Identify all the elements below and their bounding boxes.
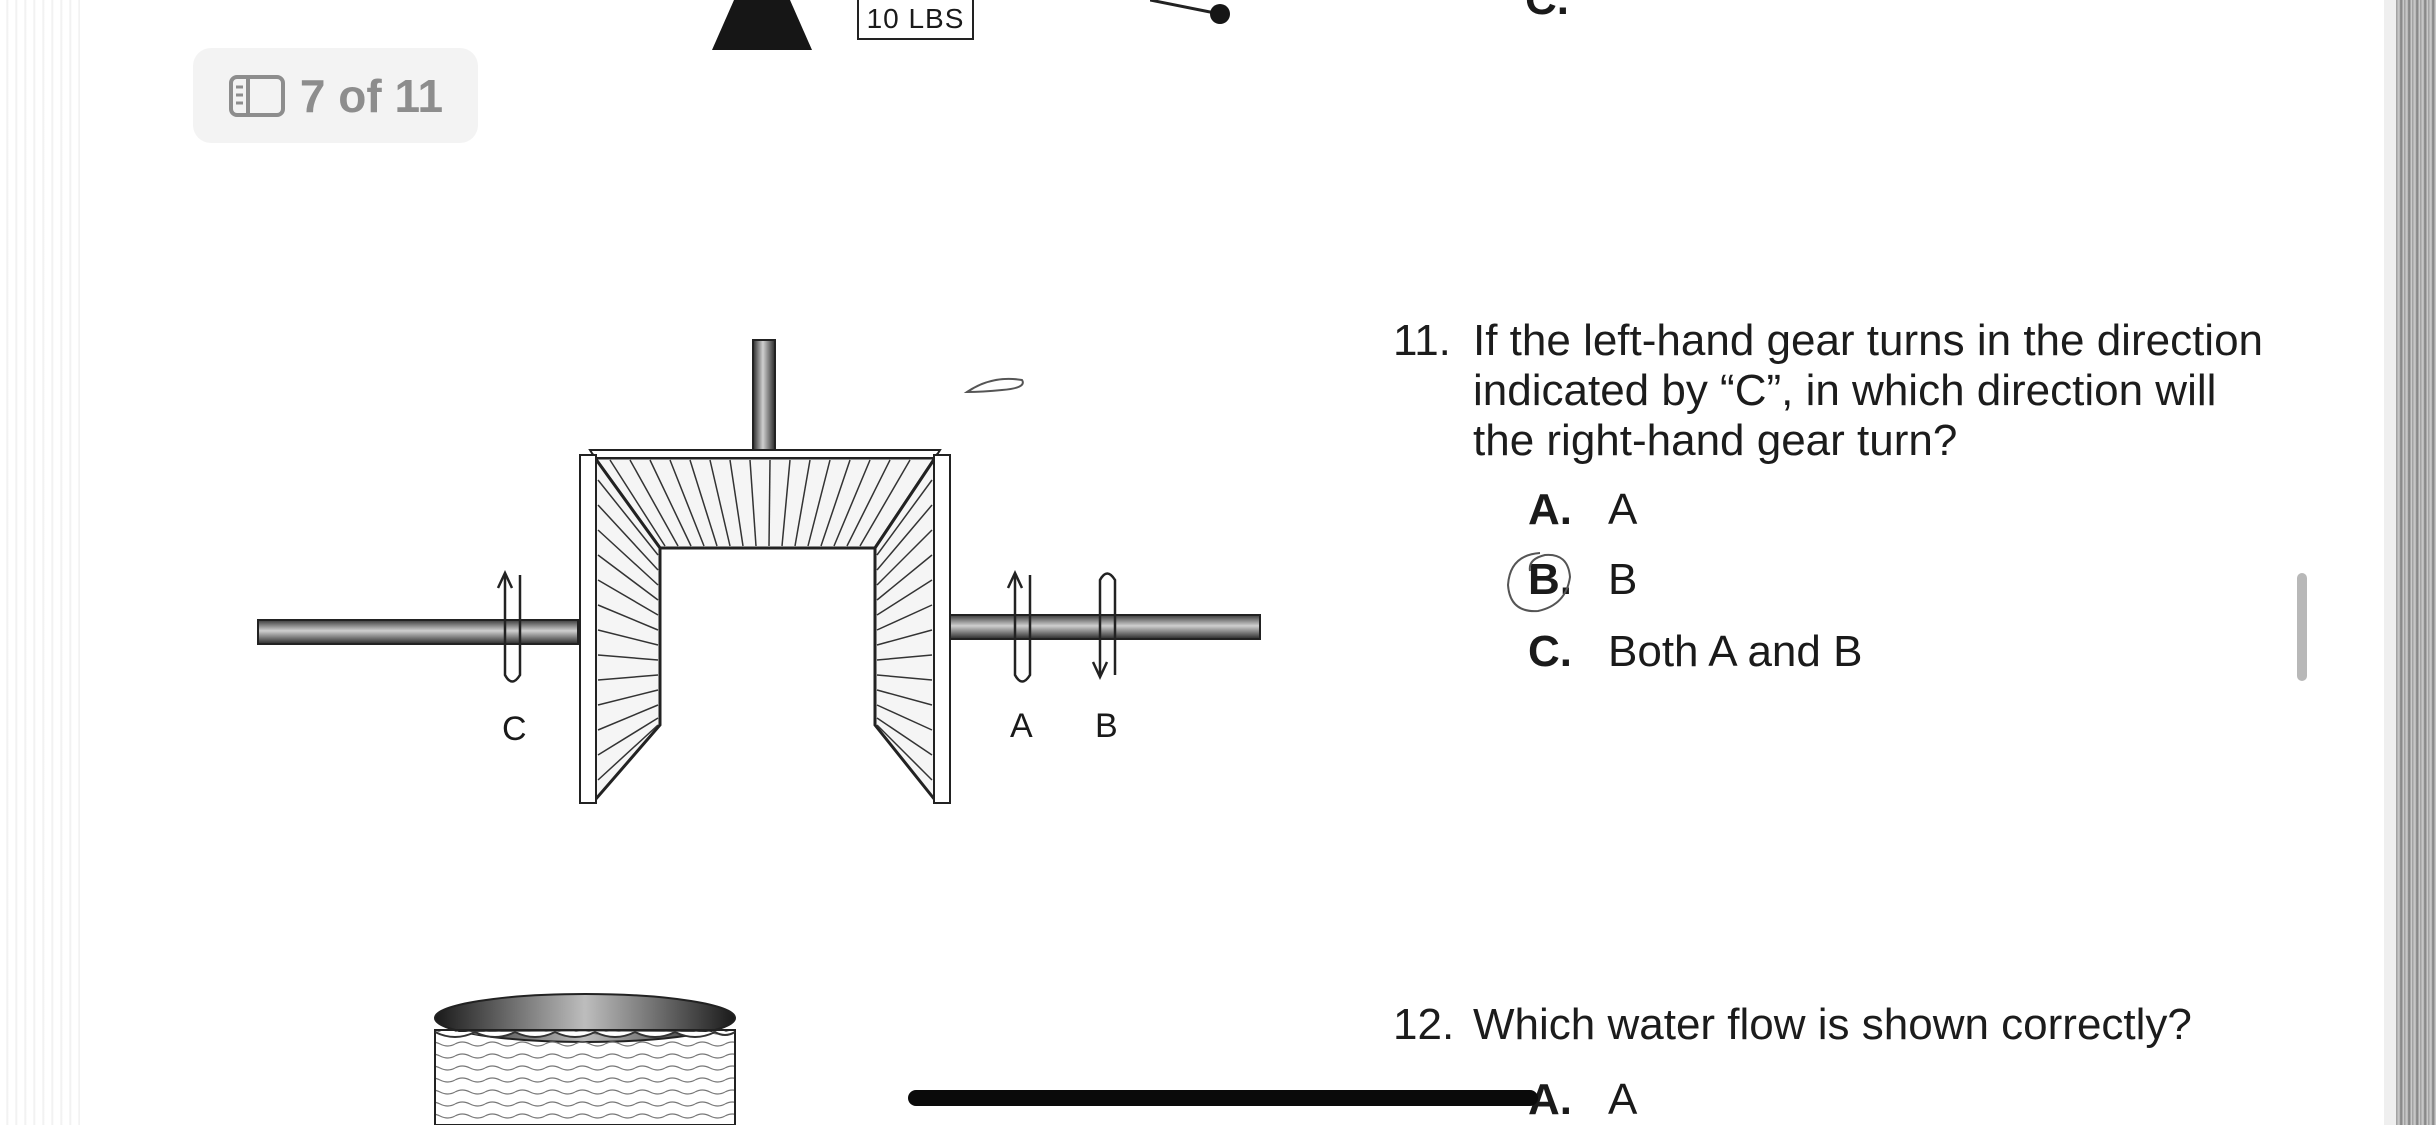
weight-triangle — [712, 0, 812, 50]
q11-option-c[interactable]: C. Both A and B — [1528, 627, 1862, 677]
scanned-page-right-edge — [2396, 0, 2436, 1125]
previous-option-letter: C. — [1525, 0, 1569, 25]
pendulum-string — [1150, 0, 1230, 24]
option-text: Both A and B — [1608, 627, 1863, 676]
question-12-text: Which water flow is shown correctly? — [1473, 1000, 2192, 1049]
question-11-number: 11. — [1393, 316, 1451, 365]
question-11-line-2: indicated by “C”, in which direction wil… — [1473, 366, 2217, 415]
diagram-label-a: A — [1010, 707, 1033, 745]
option-text: A — [1608, 485, 1638, 534]
water-bucket-diagram — [434, 993, 736, 1125]
scrollbar[interactable] — [2297, 573, 2307, 681]
home-indicator-bar[interactable] — [908, 1090, 1538, 1106]
bevel-gear-diagram: C A B — [257, 339, 1261, 805]
q11-option-b[interactable]: B. B — [1528, 555, 1637, 605]
option-letter: A. — [1528, 1075, 1572, 1124]
option-text: B — [1608, 555, 1638, 604]
sidebar-panel-icon — [228, 74, 286, 118]
question-11: 11. If the left-hand gear turns in the d… — [1393, 316, 2373, 466]
question-12: 12. Which water flow is shown correctly? — [1393, 1000, 2373, 1050]
question-11-line-1: If the left-hand gear turns in the direc… — [1473, 316, 2264, 365]
answer-circle-mark — [1506, 552, 1572, 613]
q11-option-a[interactable]: A. A — [1528, 485, 1637, 535]
question-11-line-3: the right-hand gear turn? — [1473, 416, 1958, 465]
page-gutter — [2384, 0, 2396, 1125]
diagram-label-b: B — [1095, 707, 1118, 745]
option-text: A — [1608, 1075, 1638, 1124]
pencil-mark — [963, 377, 1024, 394]
q12-option-a[interactable]: A. A — [1528, 1075, 1637, 1125]
page-indicator-label: 7 of 11 — [299, 69, 444, 122]
page-indicator[interactable]: 7 of 11 — [193, 48, 478, 143]
question-12-number: 12. — [1393, 1000, 1455, 1049]
scanned-page-left-edge — [0, 0, 80, 1125]
weight-label: 10 LBS — [857, 0, 974, 40]
diagram-label-c: C — [502, 710, 527, 748]
option-letter: C. — [1528, 627, 1572, 676]
option-letter: A. — [1528, 485, 1572, 534]
option-letter: B. — [1528, 555, 1572, 604]
